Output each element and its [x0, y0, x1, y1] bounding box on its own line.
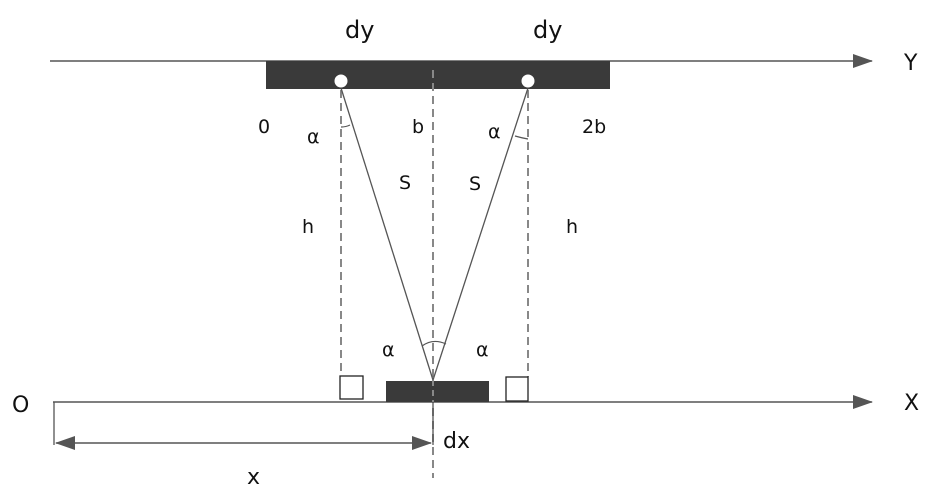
label-2b: 2b [582, 116, 606, 138]
label-dy-left: dy [345, 16, 374, 44]
angle-arc-top-left [340, 124, 351, 128]
sensor-right [520, 73, 536, 89]
label-alpha-bottom-left: α [382, 339, 395, 361]
s-line-left [340, 87, 434, 381]
label-dy-right: dy [533, 16, 562, 44]
bottom-bar [386, 381, 489, 402]
label-y-axis: Y [903, 51, 918, 76]
right-angle-marker-right [505, 376, 529, 402]
label-origin-bottom: O [12, 393, 29, 418]
right-angle-marker-left [339, 375, 364, 400]
label-s-left: S [399, 172, 411, 194]
top-bar [266, 61, 610, 89]
label-s-right: S [469, 173, 481, 195]
angle-arc-top-right [514, 135, 529, 140]
label-h-left: h [302, 216, 314, 238]
label-x-axis: X [904, 391, 919, 416]
label-x-distance: x [247, 465, 260, 490]
s-line-right [432, 87, 529, 381]
label-alpha-bottom-right: α [476, 339, 489, 361]
sensor-left [333, 73, 349, 89]
label-dx: dx [443, 429, 470, 454]
label-origin-top: 0 [258, 116, 270, 138]
angle-arc-bottom [421, 340, 447, 347]
label-h-right: h [566, 216, 578, 238]
label-alpha-top-right: α [488, 121, 501, 143]
label-b: b [412, 116, 424, 138]
label-alpha-top-left: α [307, 126, 320, 148]
